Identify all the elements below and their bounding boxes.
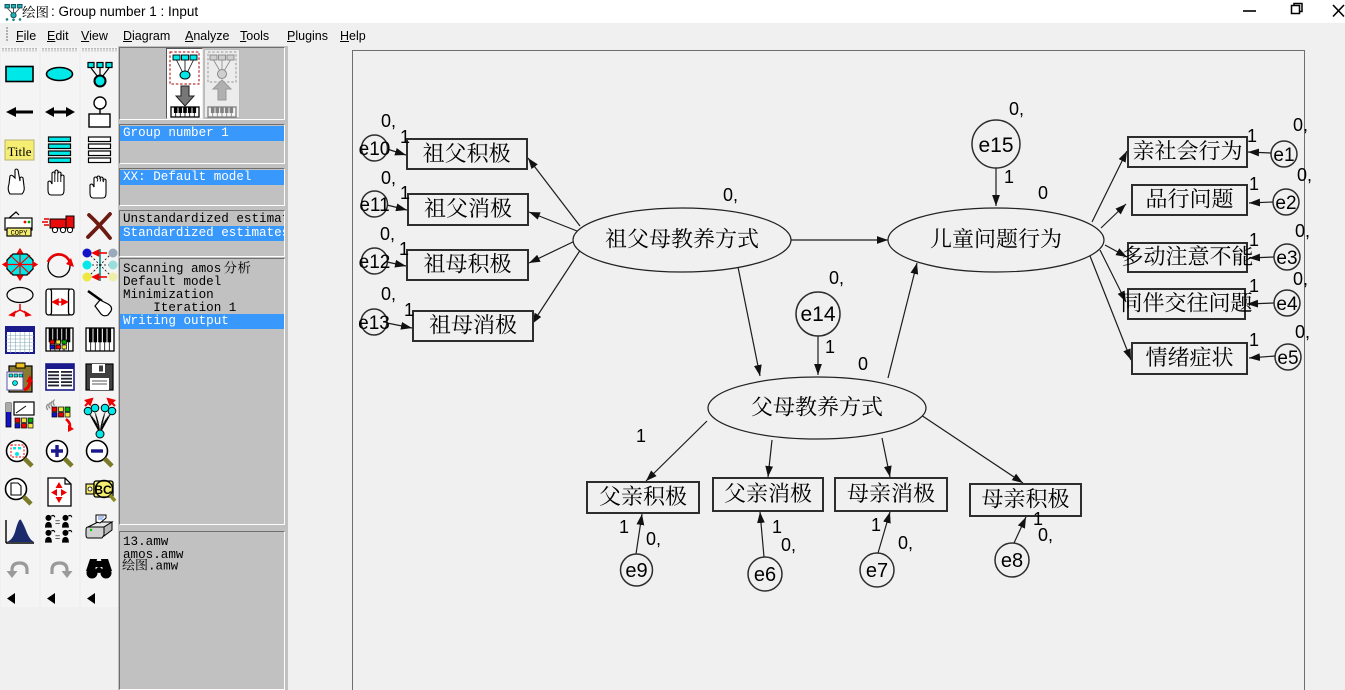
svg-text:1: 1 <box>399 239 409 259</box>
svg-text:=: = <box>55 532 60 542</box>
svg-text:0,: 0, <box>781 535 796 555</box>
svg-text:e10: e10 <box>359 139 391 160</box>
svg-text:0,: 0, <box>1297 165 1312 185</box>
svg-text:e12: e12 <box>359 252 391 273</box>
svg-text:0,: 0, <box>381 284 396 304</box>
svg-text:.amw: .amw <box>148 560 179 574</box>
svg-text:0,: 0, <box>898 533 913 553</box>
svg-text:1: 1 <box>1249 230 1259 250</box>
svg-text:0,: 0, <box>1038 525 1053 545</box>
svg-text:e8: e8 <box>1001 550 1023 572</box>
svg-text:1: 1 <box>400 127 410 147</box>
svg-text:e4: e4 <box>1276 294 1298 315</box>
svg-text:0,: 0, <box>1295 221 1310 241</box>
svg-text:Title: Title <box>7 144 31 159</box>
svg-text:=: = <box>55 517 60 527</box>
svg-text:0,: 0, <box>723 185 738 205</box>
svg-text:0,: 0, <box>829 268 844 288</box>
svg-text:1: 1 <box>1249 174 1259 194</box>
svg-text:0,: 0, <box>1295 322 1310 342</box>
svg-text:BC: BC <box>94 483 112 497</box>
svg-text:1: 1 <box>825 337 835 357</box>
svg-text:e1: e1 <box>1273 145 1294 166</box>
svg-text:0,: 0, <box>1293 269 1308 289</box>
svg-text:1: 1 <box>404 300 414 320</box>
svg-text:e11: e11 <box>359 195 389 216</box>
svg-text:0: 0 <box>1038 183 1048 203</box>
svg-text:1: 1 <box>1033 509 1043 529</box>
svg-text:1: 1 <box>772 517 782 537</box>
svg-text:1: 1 <box>1249 276 1259 296</box>
svg-text:e15: e15 <box>978 134 1013 157</box>
svg-text:1: 1 <box>400 183 410 203</box>
svg-text:e2: e2 <box>1275 193 1296 214</box>
svg-text:0,: 0, <box>381 168 396 188</box>
svg-text:1: 1 <box>871 515 881 535</box>
svg-text:0,: 0, <box>380 224 395 244</box>
svg-text:1: 1 <box>1004 167 1014 187</box>
svg-text:1: 1 <box>636 426 646 446</box>
svg-text:0,: 0, <box>381 111 396 131</box>
svg-text:e14: e14 <box>800 303 835 326</box>
svg-text:e6: e6 <box>754 564 776 586</box>
svg-text:1: 1 <box>619 517 629 537</box>
svg-text:0: 0 <box>858 354 868 374</box>
svg-text:e13: e13 <box>358 313 390 334</box>
svg-text:COPY: COPY <box>11 230 29 238</box>
svg-text:1: 1 <box>1249 330 1259 350</box>
svg-text:0,: 0, <box>1009 99 1024 119</box>
svg-text:0,: 0, <box>646 529 661 549</box>
svg-text:e7: e7 <box>866 560 888 582</box>
svg-text:e5: e5 <box>1277 348 1298 369</box>
svg-text:0,: 0, <box>1293 115 1308 135</box>
svg-text:e3: e3 <box>1276 248 1297 269</box>
svg-text:1: 1 <box>1247 126 1257 146</box>
svg-text:e9: e9 <box>625 560 647 582</box>
